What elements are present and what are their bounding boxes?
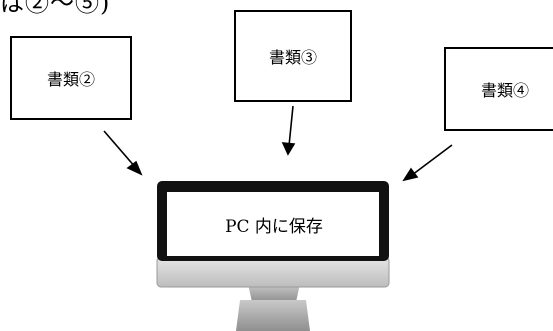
document-label-2: 書類② [46, 70, 95, 89]
cut-off-heading-text: は②～⑤) [0, 0, 111, 17]
monitor-icon [156, 181, 390, 331]
arrow-doc2-to-pc [103, 130, 143, 176]
arrow-doc4-to-pc [402, 144, 453, 182]
document-box-2: 書類② [10, 36, 132, 120]
monitor-screen-label: PC 内に保存 [225, 216, 323, 237]
arrow-doc3-to-pc [281, 105, 296, 156]
document-box-3: 書類③ [234, 10, 352, 102]
document-label-4: 書類④ [480, 81, 529, 100]
document-box-4: 書類④ [444, 47, 553, 131]
document-label-3: 書類③ [268, 48, 317, 67]
